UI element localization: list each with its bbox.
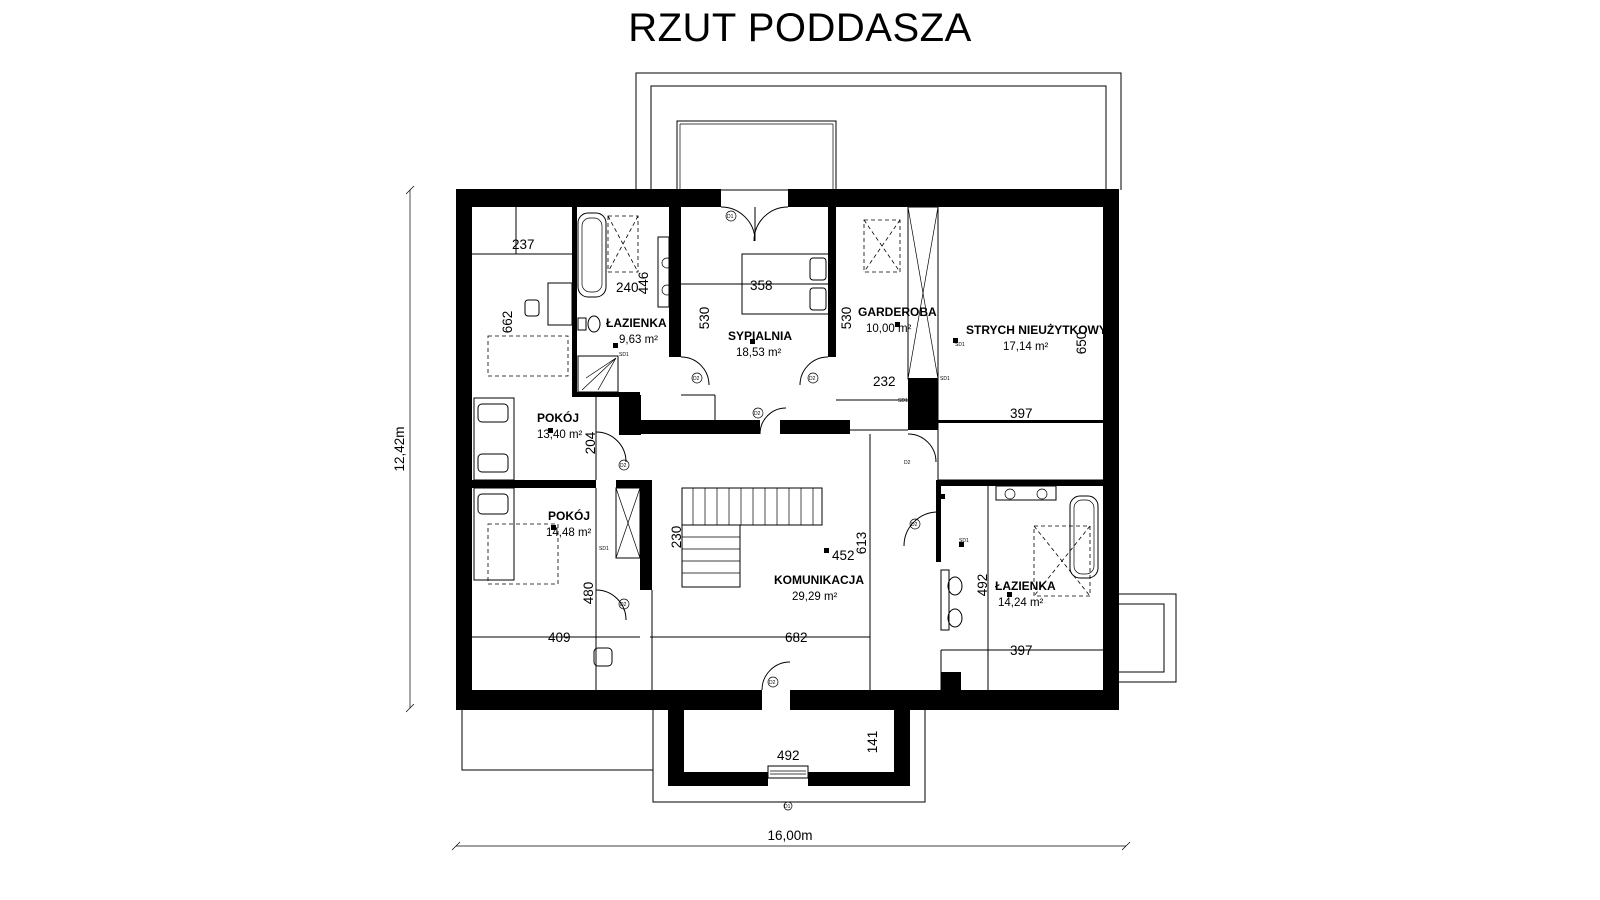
room-area-komunikacja: 29,29 m² <box>792 591 838 603</box>
room-labels: POKÓJ 13,40 m² POKÓJ 14,48 m² ŁAZIENKA 9… <box>537 305 1107 609</box>
door-tag: D2 <box>693 376 700 382</box>
room-name-lazienka-top: ŁAZIENKA <box>606 316 667 330</box>
door-tags: D2 D2 D2 D2 D2 D2 D2 D2 D1 D1 <box>620 214 918 810</box>
dim-530a: 530 <box>697 307 712 330</box>
dimension-labels: 237 662 204 240 446 530 358 530 232 650 … <box>500 237 1089 763</box>
sd-tag: SD1 <box>959 538 969 544</box>
interior-walls <box>456 207 1119 690</box>
room-name-komunikacja: KOMUNIKACJA <box>774 573 864 587</box>
room-name-lazienka-bottom: ŁAZIENKA <box>995 579 1056 593</box>
room-area-lazienka-bottom: 14,24 m² <box>998 597 1044 609</box>
room-name-strych: STRYCH NIEUŻYTKOWY <box>966 322 1107 337</box>
sd-tag: SD1 <box>599 546 609 552</box>
dimension-width: 16,00m <box>451 828 1131 851</box>
room-name-sypialnia: SYPIALNIA <box>728 329 792 343</box>
right-terrace <box>1119 593 1177 683</box>
thin-lines <box>472 207 1103 690</box>
dim-230: 230 <box>669 526 684 549</box>
top-balcony <box>635 72 1122 191</box>
dim-358: 358 <box>750 278 773 293</box>
dim-204: 204 <box>583 431 598 454</box>
dim-232: 232 <box>873 374 896 389</box>
dim-492a: 492 <box>975 574 990 597</box>
dim-613: 613 <box>854 532 869 555</box>
door-tag: D2 <box>809 376 816 382</box>
dim-492b: 492 <box>777 748 800 763</box>
door-tag: D1 <box>784 804 791 810</box>
page-title: RZUT PODDASZA <box>628 6 972 50</box>
room-area-sypialnia: 18,53 m² <box>736 347 782 359</box>
door-tag: D2 <box>620 463 627 469</box>
dimension-height: 12,42m <box>392 185 415 713</box>
dim-650: 650 <box>1074 332 1089 355</box>
room-name-pokoj-bottom: POKÓJ <box>548 508 590 523</box>
sd-tag: SD1 <box>940 376 950 382</box>
dim-237: 237 <box>512 237 535 252</box>
door-tag: D2 <box>769 680 776 686</box>
dim-240: 240 <box>616 280 639 295</box>
dim-662: 662 <box>500 311 515 334</box>
sd-tag: SD1 <box>898 398 908 404</box>
room-area-strych: 17,14 m² <box>1003 341 1049 353</box>
staircase <box>681 487 823 588</box>
room-name-pokoj-top: POKÓJ <box>537 410 579 425</box>
overall-width-label: 16,00m <box>767 828 812 843</box>
door-tag: D2 <box>911 522 918 528</box>
door-tag: D1 <box>727 214 734 220</box>
room-area-pokoj-top: 13,40 m² <box>537 429 583 441</box>
sd-markers: SD1 SD1 SD1 SD1 SD1 SD1 <box>548 322 1012 597</box>
dim-446: 446 <box>636 272 651 295</box>
dim-682: 682 <box>785 630 808 645</box>
dim-452: 452 <box>832 548 855 563</box>
room-name-garderoba: GARDEROBA <box>858 305 937 319</box>
sd-tag: SD1 <box>955 342 965 348</box>
dim-530b: 530 <box>839 307 854 330</box>
room-area-pokoj-bottom: 14,48 m² <box>546 527 592 539</box>
dim-397a: 397 <box>1010 406 1033 421</box>
vestibule <box>461 706 926 811</box>
doors <box>595 206 939 691</box>
door-tag: D2 <box>620 602 627 608</box>
dim-141: 141 <box>865 731 880 754</box>
door-tag: D2 <box>754 411 761 417</box>
dim-397b: 397 <box>1010 643 1033 658</box>
outer-walls <box>456 189 1119 710</box>
dim-409: 409 <box>548 630 571 645</box>
room-area-lazienka-top: 9,63 m² <box>619 334 658 346</box>
sd-tag: SD1 <box>619 352 629 358</box>
room-area-garderoba: 10,00 m² <box>866 323 912 335</box>
fixtures <box>473 206 1099 667</box>
door-tag: D2 <box>904 460 911 466</box>
overall-height-label: 12,42m <box>392 426 407 471</box>
dim-480: 480 <box>581 582 596 605</box>
